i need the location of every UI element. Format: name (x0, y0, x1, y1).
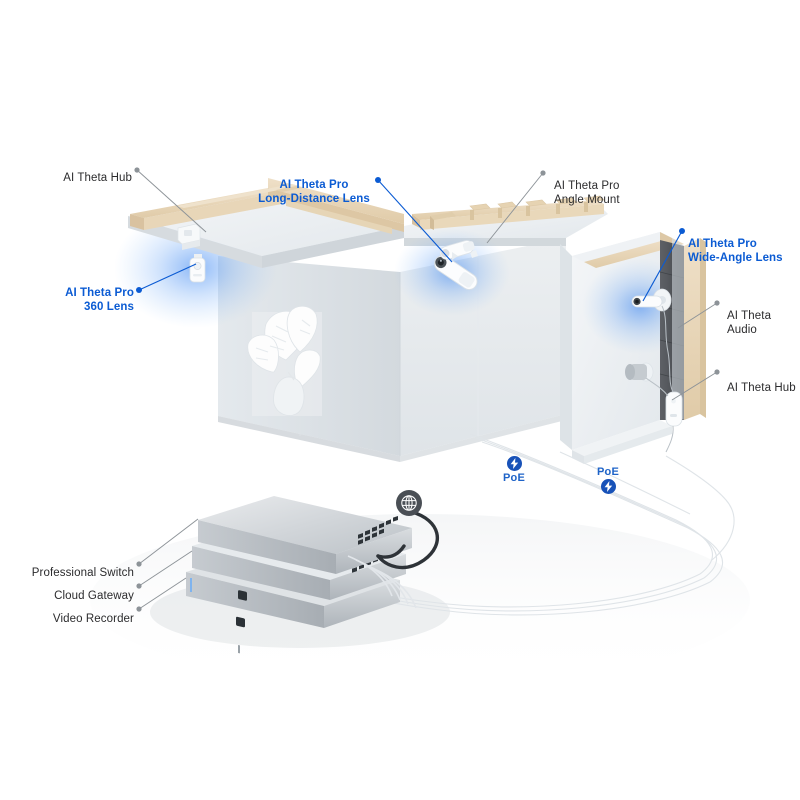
poe-badge-wall-run: PoE (588, 466, 628, 494)
internet-uplink (376, 490, 440, 570)
callout-label: AI Theta Hub (63, 171, 132, 184)
wall-cutaway-right (572, 232, 706, 464)
bolt-icon (506, 456, 522, 471)
callout-cloud-gateway[interactable]: Cloud Gateway (0, 574, 134, 618)
bolt-icon (600, 479, 616, 494)
callout-ai-theta-hub-wall[interactable]: AI Theta Hub (727, 366, 800, 410)
callout-label: AI Theta Audio (727, 309, 772, 337)
callout-ai-theta-pro-angle-mount[interactable]: AI Theta Pro Angle Mount (554, 164, 694, 223)
callout-ai-theta-pro-wide-angle-lens[interactable]: AI Theta Pro Wide-Angle Lens (688, 222, 800, 281)
callout-label: Professional Switch (31, 566, 134, 579)
device-ceiling-hub (177, 223, 201, 250)
device-ai-theta-pro-360-lens (189, 254, 206, 283)
poe-cable-runs (329, 433, 735, 616)
callout-ai-theta-pro-360-lens[interactable]: AI Theta Pro 360 Lens (0, 271, 134, 330)
device-ai-theta-hub-wall (665, 391, 683, 427)
callout-label: AI Theta Pro 360 Lens (65, 286, 134, 314)
poe-label: PoE (597, 466, 619, 478)
callout-leaders (136, 169, 718, 610)
device-ai-theta-audio (625, 362, 654, 382)
callout-video-recorder[interactable]: Video Recorder (0, 597, 134, 641)
equipment-stack (186, 496, 417, 654)
callout-label: Cloud Gateway (54, 589, 134, 602)
unit-professional-switch (198, 496, 412, 601)
callout-label: AI Theta Pro Angle Mount (554, 179, 620, 207)
device-ai-theta-pro-long-distance-lens (394, 228, 510, 316)
callout-ai-theta-pro-long-distance-lens[interactable]: AI Theta Pro Long-Distance Lens (248, 163, 380, 222)
device-ai-theta-pro-angle-mount (439, 240, 475, 260)
poe-label: PoE (503, 472, 525, 484)
callout-label: AI Theta Hub (727, 381, 796, 394)
callout-label: Video Recorder (52, 612, 134, 625)
globe-icon (401, 495, 417, 511)
decorative-plant (247, 305, 322, 416)
callout-ai-theta-hub-ceiling[interactable]: AI Theta Hub (0, 156, 132, 200)
wall-return-left (560, 244, 572, 450)
callout-label: AI Theta Pro Long-Distance Lens (258, 178, 370, 206)
callout-dots (134, 167, 720, 612)
callout-label: AI Theta Pro Wide-Angle Lens (688, 237, 783, 265)
floor-shadow (90, 514, 750, 686)
in-wall-cabling (645, 305, 674, 453)
device-ai-theta-pro-wide-angle-lens (631, 288, 672, 312)
callout-professional-switch[interactable]: Professional Switch (0, 551, 134, 595)
poe-badge-ceiling-run: PoE (494, 456, 534, 484)
callout-ai-theta-audio[interactable]: AI Theta Audio (727, 294, 800, 353)
